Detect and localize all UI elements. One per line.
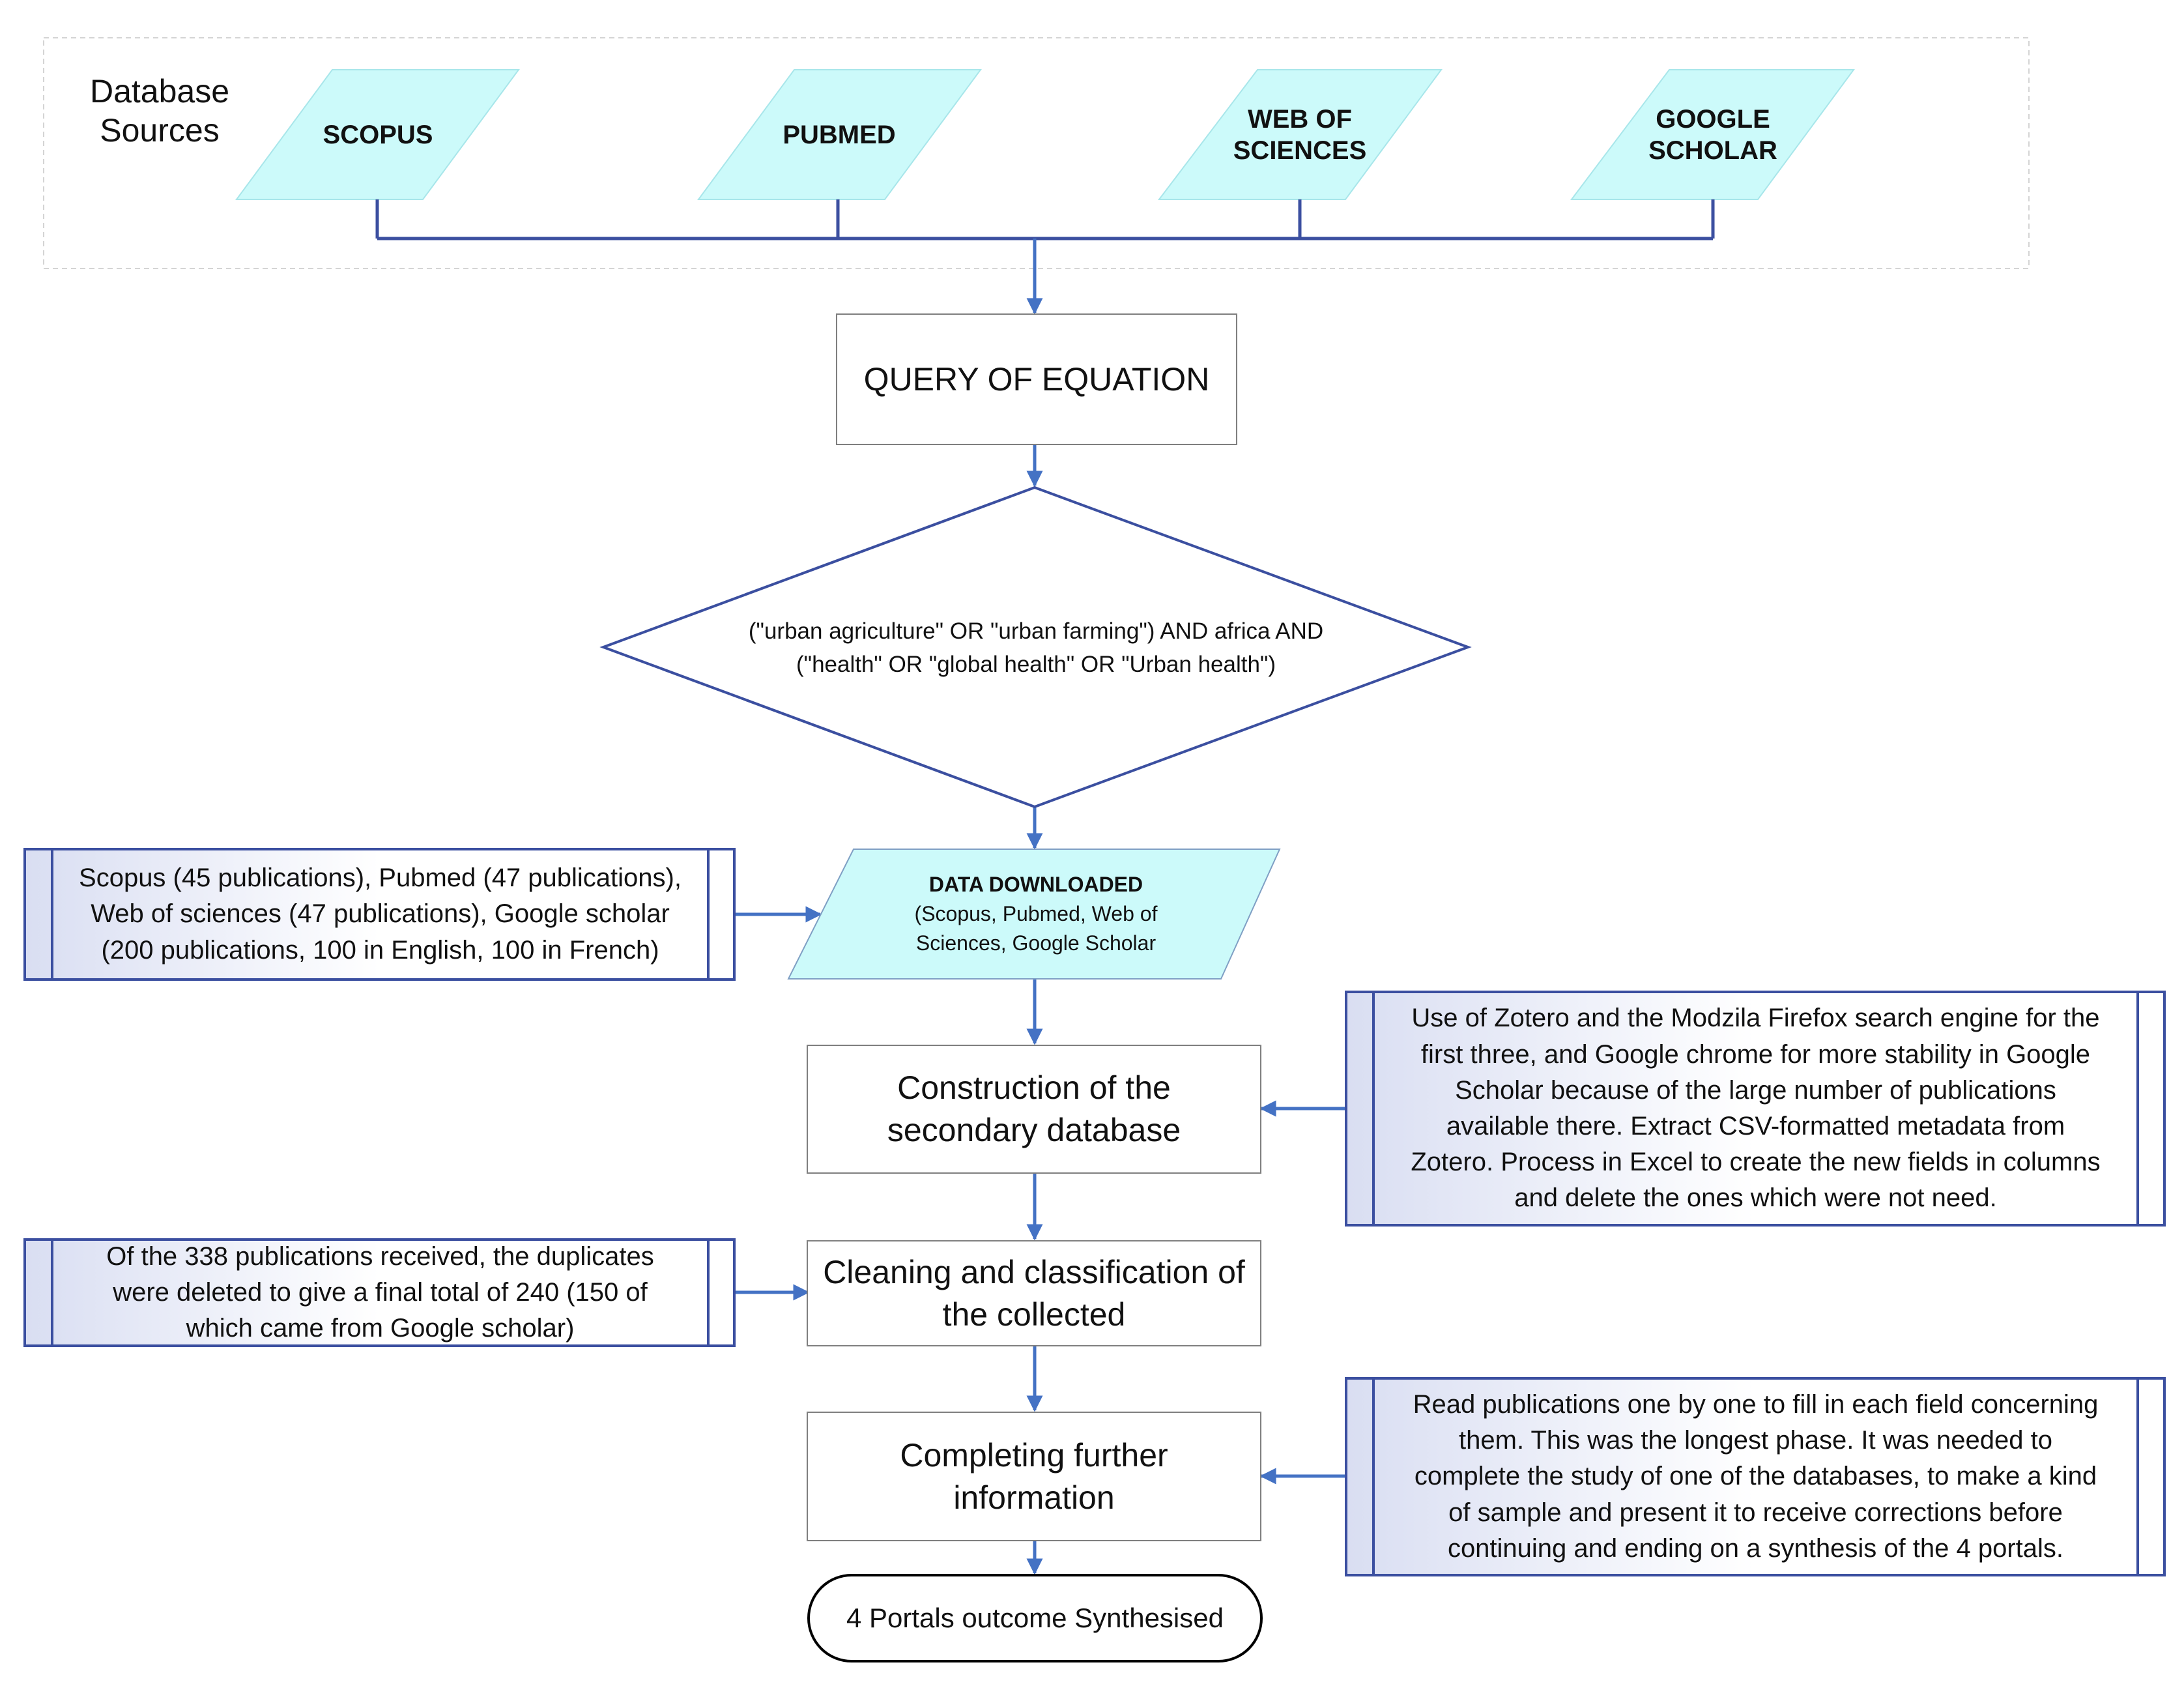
- tools-note-frame: [1345, 991, 2166, 1227]
- completing-box: [807, 1412, 1261, 1541]
- construction-label: Construction of the secondary database: [887, 1069, 1181, 1148]
- database-sources-group: [43, 37, 2030, 269]
- reading-note-frame: [1345, 1377, 2166, 1576]
- tools-note-text: Use of Zotero and the Modzila Firefox se…: [1411, 1004, 2101, 1213]
- database-sources-title: Database Sources: [89, 73, 230, 149]
- cleaning-box: [807, 1240, 1261, 1346]
- web-of-sciences-shape: [1157, 69, 1443, 200]
- source-web-of-sciences-label: WEB OF SCIENCES: [1233, 104, 1367, 165]
- sources-bracket-connector: [375, 199, 1715, 240]
- outcome-label: 4 Portals outcome Synthesised: [846, 1602, 1224, 1633]
- equation-diamond: [599, 486, 1472, 809]
- pubmed-shape: [697, 69, 982, 200]
- source-google-scholar-label: GOOGLE SCHOLAR: [1648, 104, 1777, 165]
- completing-label: Completing further information: [900, 1436, 1168, 1516]
- duplicates-note-frame: [23, 1238, 736, 1347]
- source-pubmed-label: PUBMED: [783, 120, 896, 149]
- reading-note-text: Read publications one by one to fill in …: [1413, 1390, 2099, 1563]
- cleaning-label: Cleaning and classification of the colle…: [823, 1253, 1245, 1333]
- outcome-terminator: [807, 1574, 1263, 1662]
- data-downloaded-shape: [787, 849, 1281, 980]
- data-downloaded-label: DATA DOWNLOADED (Scopus, Pubmed, Web of …: [914, 873, 1158, 955]
- equation-text: ("urban agriculture" OR "urban farming")…: [748, 618, 1324, 677]
- scopus-shape: [235, 69, 520, 200]
- google-scholar-shape: [1570, 69, 1855, 200]
- query-label: QUERY OF EQUATION: [863, 361, 1210, 398]
- query-box: [836, 313, 1237, 445]
- construction-box: [807, 1045, 1261, 1174]
- downloads-note-text: Scopus (45 publications), Pubmed (47 pub…: [79, 864, 682, 965]
- source-scopus-label: SCOPUS: [323, 120, 433, 149]
- duplicates-note-text: Of the 338 publications received, the du…: [106, 1241, 654, 1343]
- downloads-note-frame: [23, 848, 736, 981]
